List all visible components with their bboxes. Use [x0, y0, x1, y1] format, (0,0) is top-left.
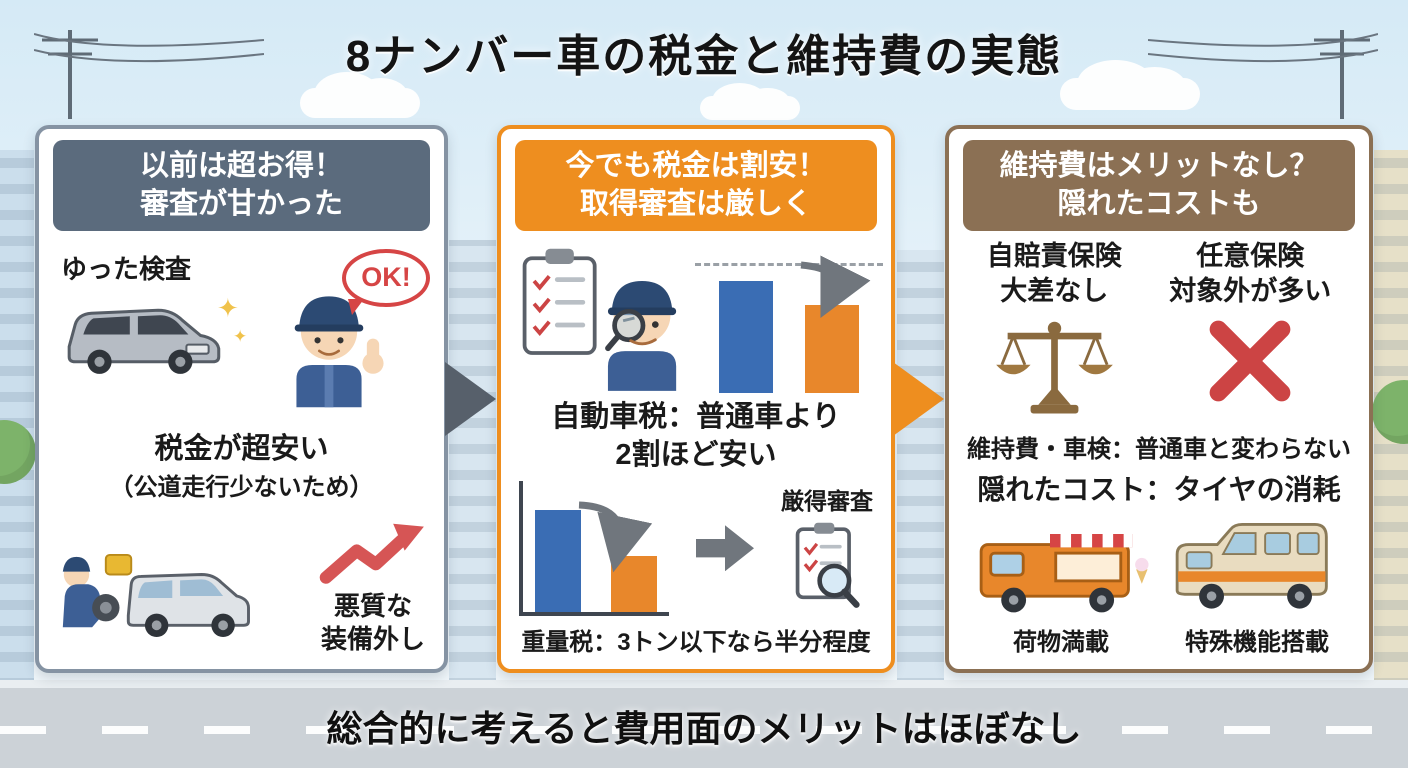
compulsory-insurance-line1: 自賠責保険 — [986, 240, 1122, 271]
optional-insurance-block: 任意保険 対象外が多い — [1169, 239, 1331, 425]
bad-removal-text: 悪質な 装備外し — [321, 590, 425, 655]
cheap-tax-text: 税金が超安い （公道走行少ないため） — [53, 425, 430, 502]
decline-arrow-icon — [800, 255, 871, 318]
rising-arrow-icon — [319, 523, 424, 584]
scale-icon — [995, 321, 1113, 414]
flow-arrow-1 — [445, 362, 496, 436]
page-title: 8ナンバー車の税金と維持費の実態 — [345, 32, 1063, 81]
building — [449, 240, 496, 688]
panel-past-header-line2: 審査が甘かった — [139, 188, 343, 221]
panel-present-header: 今でも税金は割安！ 取得審査は厳しく — [515, 140, 877, 231]
auto-tax-text: 自動車税：普通車より 2割ほど安い — [515, 399, 877, 474]
cheap-tax-line2: （公道走行少ないため） — [109, 473, 374, 501]
food-truck-caption: 荷物満載 — [1013, 628, 1109, 656]
camper-caption: 特殊機能搭載 — [1185, 628, 1329, 656]
bar-orange — [805, 304, 859, 393]
maintenance-cost-text: 維持費・車検：普通車と変わらない — [967, 435, 1351, 463]
dashed-line — [695, 262, 883, 266]
panel-present: 今でも税金は割安！ 取得審査は厳しく — [497, 125, 895, 673]
ok-speech-bubble: OK! — [342, 248, 430, 315]
bar-blue — [719, 280, 773, 393]
panel-maintenance-header-line1: 維持費はメリットなし？ — [999, 150, 1319, 182]
panel-past-header: 以前は超お得！ 審査が甘かった — [53, 140, 430, 231]
food-truck-figure: 荷物満載 — [967, 512, 1155, 657]
compulsory-insurance-line2: 大差なし — [1000, 275, 1109, 306]
strict-inspection-badge: 厳得審査 — [781, 482, 873, 614]
strict-check-icon — [795, 522, 860, 609]
flow-arrow-2 — [893, 362, 944, 436]
cross-icon — [1209, 320, 1291, 402]
cloud — [300, 71, 420, 118]
bad-removal-line1: 悪質な — [333, 591, 412, 621]
auto-tax-line1: 自動車税：普通車より — [551, 401, 841, 434]
cloud — [700, 82, 800, 120]
panel-maintenance-header-line2: 隠れたコストも — [1057, 188, 1261, 221]
car-icon — [67, 308, 221, 374]
equipment-removal-icon — [62, 553, 250, 638]
weight-tax-text: 重量税：3トン以下なら半分程度 — [521, 628, 871, 656]
building — [0, 150, 34, 688]
panel-maintenance: 維持費はメリットなし？ 隠れたコストも 自賠責保険 大差なし — [945, 125, 1373, 673]
weight-tax-bar-chart — [519, 480, 669, 616]
compulsory-insurance-block: 自賠責保険 大差なし — [987, 239, 1122, 425]
optional-insurance-line1: 任意保険 — [1196, 240, 1305, 271]
food-truck-icon — [979, 533, 1149, 613]
sparkle-icon: ✦ — [233, 326, 248, 346]
building — [897, 250, 944, 688]
strict-inspection-label: 厳得審査 — [781, 488, 873, 515]
right-arrow-icon — [696, 525, 754, 572]
tax-bar-chart — [695, 251, 883, 393]
footer-conclusion: 総合的に考えると費用面のメリットはほぼなし — [326, 708, 1082, 749]
panel-past: 以前は超お得！ 審査が甘かった ゆった検査 ✦ ✦ — [35, 125, 448, 673]
panel-present-header-line1: 今でも税金は割安！ — [565, 150, 827, 182]
auto-tax-line2: 2割ほど安い — [615, 438, 777, 471]
decline-arrow-icon — [578, 501, 653, 573]
power-lines-icon — [34, 30, 264, 119]
optional-insurance-line2: 対象外が多い — [1169, 275, 1332, 306]
camper-figure: 特殊機能搭載 — [1163, 512, 1351, 657]
camper-van-icon — [1175, 522, 1328, 609]
road-centerline — [0, 726, 1408, 734]
mechanic-thumbs-up-icon — [294, 296, 384, 407]
sidewalk — [0, 680, 1408, 688]
clipboard-inspector-icon — [522, 248, 677, 391]
cheap-tax-line1: 税金が超安い — [154, 432, 329, 465]
loose-inspection-label: ゆった検査 — [61, 253, 192, 284]
panel-maintenance-header: 維持費はメリットなし？ 隠れたコストも — [963, 140, 1355, 231]
bar-blue — [535, 509, 581, 612]
power-lines-icon — [1148, 30, 1378, 119]
panel-past-header-line1: 以前は超お得！ — [139, 150, 343, 182]
hidden-cost-text: 隠れたコスト：タイヤの消耗 — [977, 473, 1341, 505]
panel-present-header-line2: 取得審査は厳しく — [579, 188, 812, 221]
sparkle-icon: ✦ — [217, 292, 239, 323]
road — [0, 688, 1408, 768]
cloud — [1060, 60, 1200, 110]
bad-removal-line2: 装備外し — [320, 623, 425, 654]
